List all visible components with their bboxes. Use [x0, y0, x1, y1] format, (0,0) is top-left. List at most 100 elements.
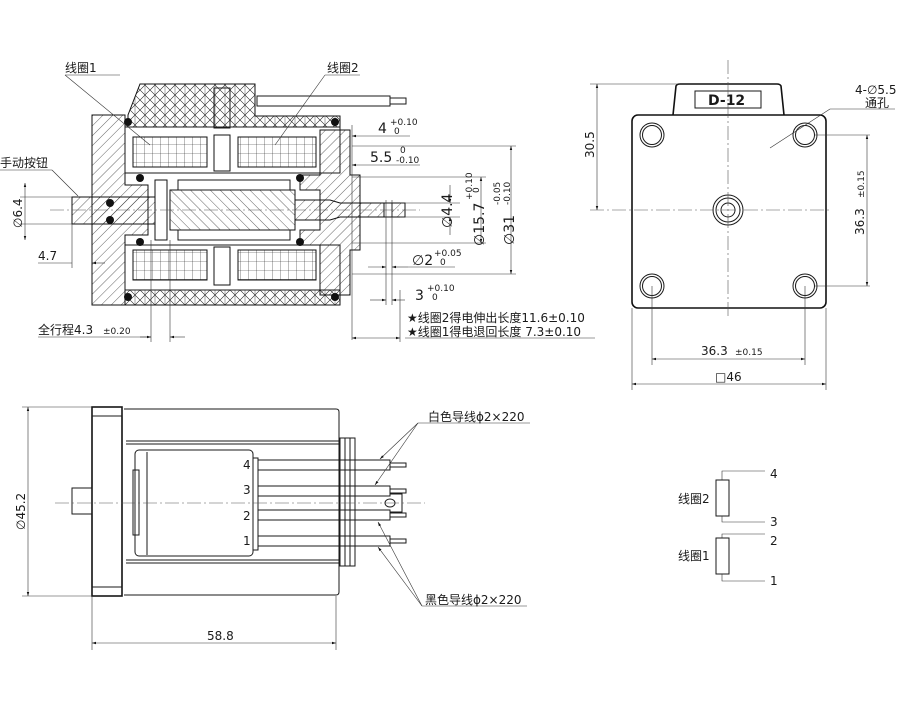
- body: [124, 408, 340, 596]
- schematic-pin: 2: [770, 534, 778, 548]
- terminal-bracket: [132, 469, 140, 536]
- terminal-number: 4: [243, 458, 251, 472]
- oring: [106, 199, 114, 207]
- dim-body-length: 58.8: [207, 629, 234, 643]
- schematic-wire: [721, 574, 765, 582]
- wiring-schematic: 线圈2 线圈1 4 3 2 1: [678, 467, 778, 588]
- schematic-pin: 4: [770, 467, 778, 481]
- wire-2: [257, 509, 407, 521]
- dim-button-diameter: ∅6.4: [11, 198, 25, 228]
- leader-line: [51, 169, 79, 197]
- coil-spacer: [213, 246, 231, 286]
- plunger-sleeve-bottom: [177, 229, 291, 241]
- schematic-coil2-label: 线圈2: [678, 492, 710, 506]
- dim-boss-diameter: ∅15.7: [472, 203, 488, 246]
- leader-line: [377, 546, 423, 607]
- dim-5-5-tol-upper: 0: [400, 146, 406, 156]
- flange-edge-top: [91, 406, 123, 417]
- mounting-hole: [792, 122, 818, 148]
- hole-label-spec: 4-∅5.5: [855, 83, 897, 97]
- dim-5-5-tol-lower: -0.10: [396, 156, 420, 166]
- dim-4-tol-lower: 0: [394, 127, 400, 137]
- coil2-lower: [237, 249, 317, 281]
- wire-3: [257, 485, 407, 497]
- label-coil1: 线圈1: [65, 61, 97, 75]
- terminal-strip: [252, 457, 259, 551]
- terminal-number: 2: [243, 509, 251, 523]
- oring: [124, 118, 132, 126]
- note-coil1-retract: ★线圈1得电退回长度 7.3±0.10: [407, 324, 581, 339]
- oring: [296, 238, 304, 246]
- dim-3: 3: [415, 288, 424, 304]
- dim-vertical-spacing-tol: ±0.15: [857, 170, 867, 198]
- leader-line: [379, 422, 419, 460]
- black-wire-label: 黑色导线ϕ2×220: [425, 593, 522, 607]
- flange-edge-bottom: [91, 586, 123, 597]
- top-housing: [127, 83, 341, 128]
- wire-1: [257, 535, 407, 547]
- coil2-upper: [237, 136, 317, 168]
- schematic-pin: 1: [770, 574, 778, 588]
- dim-pin-tol-upper: +0.05: [434, 249, 462, 259]
- manual-button-shaft: [71, 196, 158, 225]
- mounting-hole: [639, 122, 665, 148]
- oring: [124, 293, 132, 301]
- schematic-wire: [721, 470, 765, 480]
- dim-height-30-5: 30.5: [583, 131, 597, 158]
- lead-wire: [256, 95, 391, 107]
- model-label: D-12: [708, 93, 745, 109]
- oring: [106, 216, 114, 224]
- side-view: 4 3 2 1 ∅45.2 58.8 白色导线ϕ2×220 黑色导线ϕ2×220: [14, 406, 530, 650]
- dim-full-stroke-tol: ±0.20: [103, 327, 131, 337]
- dim-shaft-diameter: ∅4.4: [440, 193, 456, 228]
- white-wire-label: 白色导线ϕ2×220: [428, 409, 525, 424]
- terminal-number: 3: [243, 483, 251, 497]
- dim-full-stroke: 全行程4.3: [38, 322, 93, 337]
- dim-4-tol-upper: +0.10: [390, 118, 418, 128]
- dim-square-size: □46: [715, 370, 742, 384]
- thread: [349, 437, 356, 567]
- coil1-upper: [132, 136, 208, 168]
- hole-label-through: 通孔: [865, 96, 889, 110]
- dim-pin-tol-lower: 0: [440, 258, 446, 268]
- dim-4: 4: [378, 121, 387, 137]
- leader-line: [64, 74, 151, 146]
- lead-wire-tip: [389, 97, 407, 105]
- oring: [331, 293, 339, 301]
- leader-line: [274, 74, 326, 146]
- schematic-pin: 3: [770, 515, 778, 529]
- dim-button-offset: 4.7: [38, 249, 57, 263]
- button-stub: [71, 487, 93, 515]
- dim-boss-tol-upper: +0.10: [465, 172, 475, 200]
- end-flange: [91, 406, 123, 597]
- dim-3-tol-lower: 0: [432, 293, 438, 303]
- front-view: D-12 30.5 4-∅5.5 通孔 36.3 ±0.15 36.3 ±0.1…: [583, 60, 897, 390]
- dim-thread-diameter: ∅31: [502, 215, 518, 245]
- dim-pin-diameter: ∅2: [412, 253, 433, 269]
- schematic-wire: [721, 533, 765, 538]
- bottom-housing: [124, 289, 341, 306]
- leader-line: [377, 521, 423, 607]
- oring: [136, 238, 144, 246]
- label-manual-button: 手动按钮: [0, 155, 48, 170]
- coil1-symbol: [715, 537, 730, 575]
- section-view: 线圈1 线圈2 手动按钮 ∅6.4 4.7 全行程4.3 ±0.20 4 +0.…: [0, 61, 595, 342]
- coil-spacer: [213, 134, 231, 172]
- dim-horizontal-spacing-tol: ±0.15: [735, 348, 763, 358]
- dim-thread-tol-lower: -0.10: [503, 181, 513, 205]
- terminal-boss: [672, 83, 785, 116]
- dim-boss-tol-lower: 0: [472, 187, 482, 193]
- schematic-coil1-label: 线圈1: [678, 549, 710, 563]
- dim-vertical-spacing: 36.3: [853, 208, 867, 235]
- wire-4: [257, 459, 407, 471]
- terminal-number: 1: [243, 534, 251, 548]
- oring: [296, 174, 304, 182]
- thread: [344, 437, 351, 567]
- plunger-sleeve-top: [177, 179, 291, 191]
- oring: [331, 118, 339, 126]
- dim-3-tol-upper: +0.10: [427, 284, 455, 294]
- dim-horizontal-spacing: 36.3: [701, 344, 728, 358]
- top-pin: [213, 87, 231, 129]
- dim-body-diameter: ∅45.2: [14, 493, 28, 530]
